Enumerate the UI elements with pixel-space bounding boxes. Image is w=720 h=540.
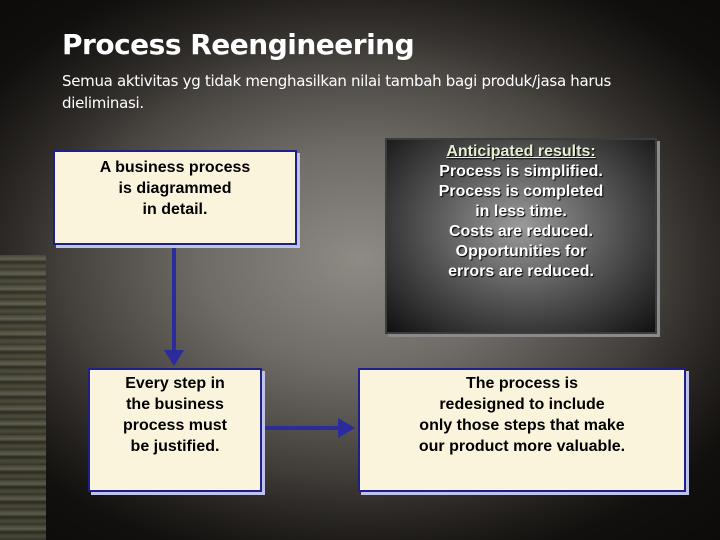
result-costs-reduced: Costs are reduced.: [448, 223, 594, 240]
arrowhead-right: [338, 418, 355, 438]
anticipated-results-box: Anticipated results: Process is simplifi…: [385, 138, 657, 334]
result-fewer-errors: Opportunities for errors are reduced.: [448, 243, 594, 280]
anticipated-results-heading: Anticipated results:: [446, 143, 596, 160]
justified-steps-box: Every step in the business process must …: [88, 368, 262, 492]
redesigned-process-text: The process is redesigned to include onl…: [418, 375, 626, 455]
justified-steps-text: Every step in the business process must …: [122, 375, 228, 455]
diagrammed-process-text: A business process is diagrammed in deta…: [99, 159, 251, 218]
arrowhead-down: [164, 350, 184, 366]
result-simplified: Process is simplified.: [439, 163, 603, 180]
money-stack-image: [0, 255, 46, 540]
slide-subtitle: Semua aktivitas yg tidak menghasilkan ni…: [62, 72, 611, 112]
result-less-time: Process is completed in less time.: [438, 183, 604, 220]
slide-title: Process Reengineering: [62, 28, 415, 61]
redesigned-process-box: The process is redesigned to include onl…: [358, 368, 686, 492]
diagrammed-process-box: A business process is diagrammed in deta…: [53, 150, 297, 245]
